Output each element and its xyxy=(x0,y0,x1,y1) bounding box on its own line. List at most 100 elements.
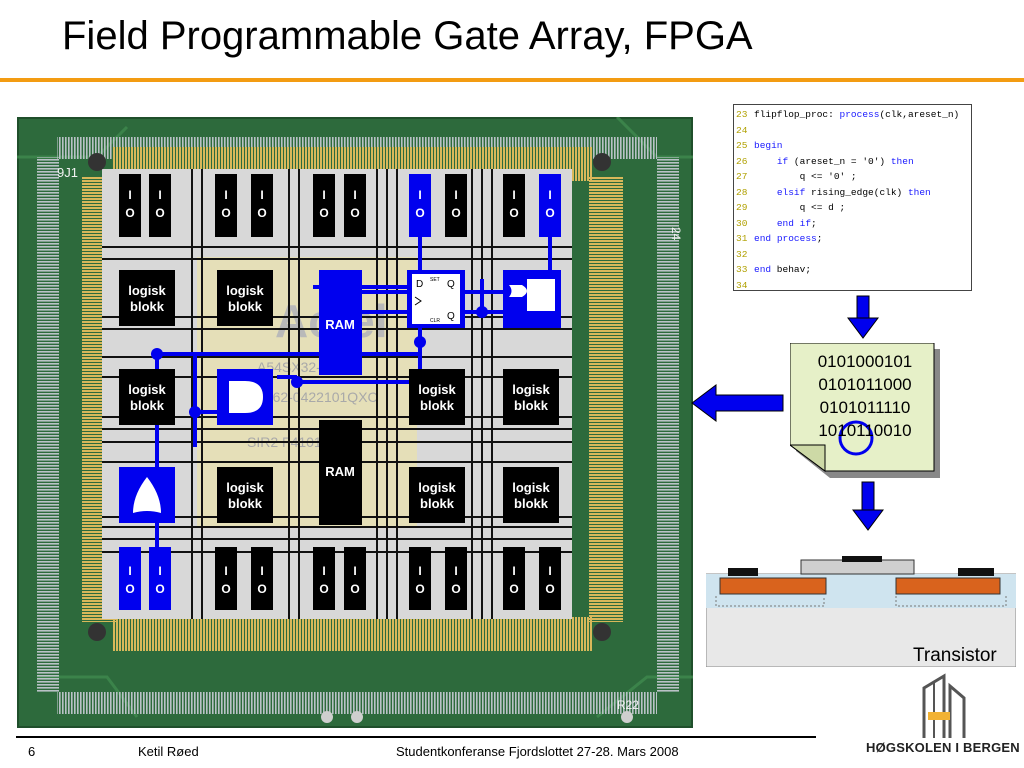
code-line-number: 30 xyxy=(736,217,748,229)
svg-text:O: O xyxy=(221,206,230,220)
code-line-text: end if; xyxy=(776,217,817,229)
title-underline xyxy=(0,78,1024,82)
page-number: 6 xyxy=(28,744,36,759)
code-line: 27 q <= '0' ; xyxy=(734,169,971,185)
code-line-number: 29 xyxy=(736,202,748,213)
svg-text:I: I xyxy=(158,564,161,578)
svg-text:blokk: blokk xyxy=(514,398,549,413)
code-line-number: 23 xyxy=(736,109,748,120)
code-line-number: 33 xyxy=(736,264,748,275)
svg-text:I: I xyxy=(353,188,356,202)
io-pads-top: IO IO IO IO IO IO IO IO IO IO xyxy=(119,174,561,237)
svg-text:logisk: logisk xyxy=(418,480,456,495)
svg-text:O: O xyxy=(319,582,328,596)
board-label-9j1: 9J1 xyxy=(57,165,78,180)
svg-text:O: O xyxy=(257,206,266,220)
svg-text:logisk: logisk xyxy=(226,283,264,298)
svg-text:O: O xyxy=(221,582,230,596)
svg-text:I: I xyxy=(260,188,263,202)
svg-text:CLR: CLR xyxy=(430,318,440,324)
bitstream-line: 0101011000 xyxy=(818,375,912,394)
slide-title: Field Programmable Gate Array, FPGA xyxy=(62,14,753,58)
or-gate-block xyxy=(119,467,175,523)
svg-text:I: I xyxy=(418,188,421,202)
flip-flop-block: D Q Q SET CLR xyxy=(407,270,465,328)
code-line-number: 27 xyxy=(736,171,748,182)
code-line-number: 34 xyxy=(736,279,748,291)
code-line: 33 end behav; xyxy=(734,262,971,278)
svg-text:SET: SET xyxy=(430,277,440,283)
svg-text:blokk: blokk xyxy=(130,398,165,413)
svg-text:blokk: blokk xyxy=(420,496,455,511)
svg-text:O: O xyxy=(451,206,460,220)
svg-text:logisk: logisk xyxy=(512,382,550,397)
footer-rule xyxy=(16,736,816,738)
svg-text:I: I xyxy=(548,188,551,202)
svg-text:O: O xyxy=(319,206,328,220)
svg-text:I: I xyxy=(224,564,227,578)
svg-text:O: O xyxy=(257,582,266,596)
svg-text:O: O xyxy=(509,206,518,220)
code-line: 30 end if; xyxy=(734,216,971,232)
bitstream-line: 0101011110 xyxy=(819,398,911,417)
svg-text:I: I xyxy=(418,564,421,578)
transistor-cross-section xyxy=(706,556,1016,667)
vhdl-code-listing: 23 flipflop_proc: process(clk,areset_n) 24… xyxy=(733,104,972,291)
footer-event: Studentkonferanse Fjordslottet 27-28. Ma… xyxy=(396,744,679,759)
code-line-number: 24 xyxy=(736,124,748,136)
code-line: 26 if (areset_n = '0') then xyxy=(734,154,971,170)
svg-text:RAM: RAM xyxy=(325,317,355,332)
ram-block: RAM xyxy=(319,270,362,375)
code-line-text: begin xyxy=(754,140,783,151)
svg-text:I: I xyxy=(512,188,515,202)
fpga-board-image: Actel A54SX32-4-0 9962-0422101QXC SIR2 F… xyxy=(17,117,693,728)
svg-text:O: O xyxy=(415,582,424,596)
io-pads-bottom: IO IO IO IO IO IO IO IO IO IO xyxy=(119,547,561,610)
svg-text:D: D xyxy=(416,279,423,290)
svg-text:RAM: RAM xyxy=(325,464,355,479)
code-line-number: 28 xyxy=(736,186,748,198)
code-line-text: q <= d ; xyxy=(754,202,846,213)
institution-logo xyxy=(922,673,966,738)
svg-text:logisk: logisk xyxy=(128,283,166,298)
svg-text:O: O xyxy=(125,206,134,220)
svg-text:I: I xyxy=(128,188,131,202)
left-arrow-icon xyxy=(691,384,784,422)
svg-text:O: O xyxy=(545,206,554,220)
code-line-text: end process; xyxy=(754,233,823,244)
code-line-number: 31 xyxy=(736,233,748,244)
svg-text:blokk: blokk xyxy=(228,299,263,314)
svg-text:O: O xyxy=(415,206,424,220)
svg-text:logisk: logisk xyxy=(128,382,166,397)
code-line: 34 xyxy=(734,278,971,294)
code-line: 29 q <= d ; xyxy=(734,200,971,216)
svg-text:blokk: blokk xyxy=(420,398,455,413)
svg-text:I: I xyxy=(224,188,227,202)
svg-text:logisk: logisk xyxy=(418,382,456,397)
code-line-text: elsif rising_edge(clk) then xyxy=(776,186,931,198)
code-line-number: 26 xyxy=(736,155,748,167)
code-line: 31 end process; xyxy=(734,231,971,247)
svg-text:logisk: logisk xyxy=(226,480,264,495)
svg-text:blokk: blokk xyxy=(514,496,549,511)
code-line-text: flipflop_proc: process(clk,areset_n) xyxy=(754,109,960,120)
svg-text:Q: Q xyxy=(447,311,455,322)
code-line-text: end behav; xyxy=(754,264,812,275)
svg-text:I: I xyxy=(322,188,325,202)
code-line: 23 flipflop_proc: process(clk,areset_n) xyxy=(734,107,971,123)
down-arrow-icon xyxy=(847,295,879,339)
code-line-text: if (areset_n = '0') then xyxy=(776,155,914,167)
transistor-label: Transistor xyxy=(913,645,997,666)
svg-text:O: O xyxy=(545,582,554,596)
code-line-number: 25 xyxy=(736,140,748,151)
footer-author: Ketil Røed xyxy=(138,744,199,759)
svg-text:O: O xyxy=(350,582,359,596)
svg-text:blokk: blokk xyxy=(228,496,263,511)
svg-text:Q: Q xyxy=(447,279,455,290)
bitstream-line: 1010110010 xyxy=(818,421,912,440)
